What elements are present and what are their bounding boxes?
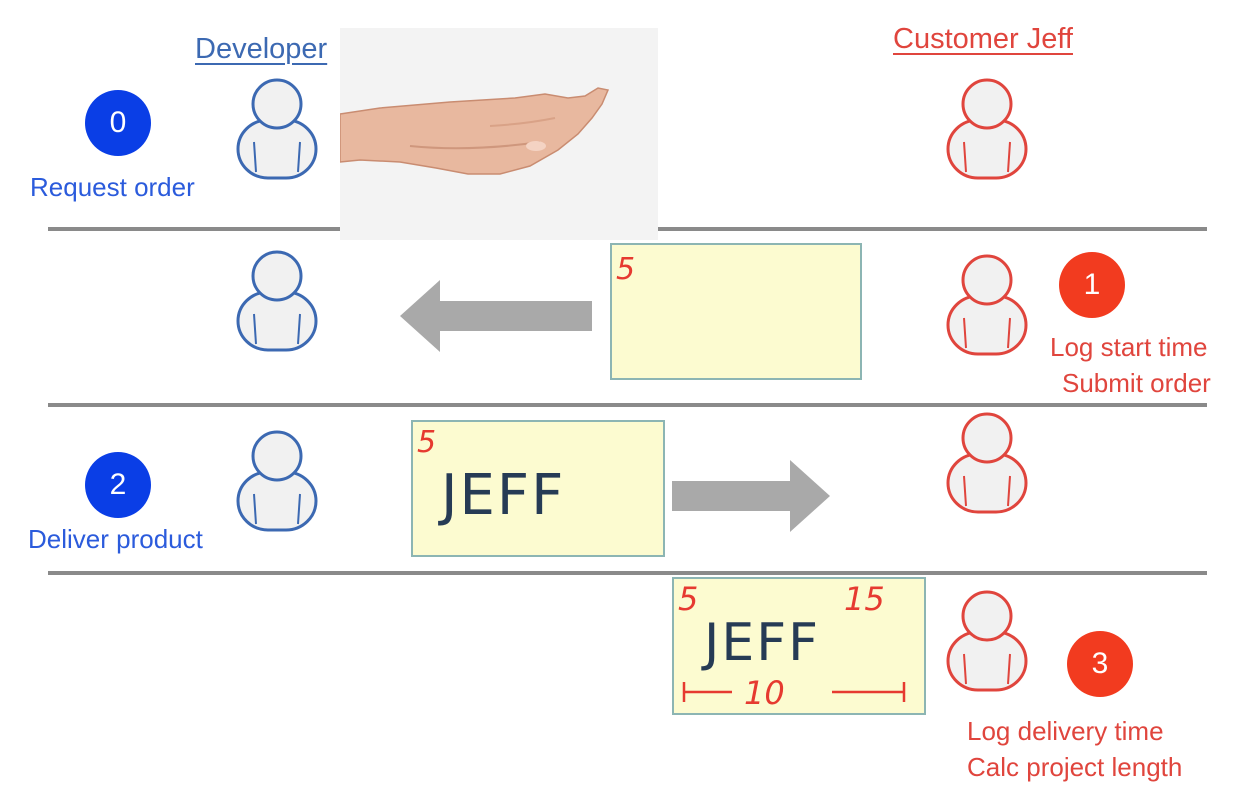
product-card: 5 JEFF [411,420,665,557]
step-2-label: Deliver product [28,524,203,554]
person-icon [946,590,1028,692]
arrow-right-icon [672,460,830,532]
step-3-label-line-2: Calc project length [967,752,1183,782]
step-2-badge: 2 [85,452,151,518]
person-icon [236,78,318,180]
person-icon [946,78,1028,180]
step-0-badge: 0 [85,90,151,156]
final-card-duration: 10 [744,674,785,712]
person-icon [946,254,1028,356]
person-icon [236,430,318,532]
open-hand-image [340,28,658,240]
order-card-start-number: 5 [616,252,636,287]
final-card: 5 15 JEFF 10 [672,577,926,715]
person-icon [236,250,318,352]
step-0-label: Request order [30,172,195,202]
product-card-start-number: 5 [417,425,437,460]
arrow-left-icon [400,280,592,352]
final-card-end-number: 15 [844,580,885,618]
developer-label: Developer [195,33,328,65]
final-card-name: JEFF [704,613,821,673]
step-3-badge: 3 [1067,631,1133,697]
order-card: 5 [610,243,862,380]
product-card-name: JEFF [441,463,566,528]
step-1-label-line-1: Log start time [1050,332,1208,362]
duration-bracket [682,682,906,702]
step-1-label-line-2: Submit order [1062,368,1211,398]
final-card-start-number: 5 [678,580,699,618]
customer-label: Customer Jeff [893,23,1073,55]
step-3-label-line-1: Log delivery time [967,716,1164,746]
person-icon [946,412,1028,514]
step-1-badge: 1 [1059,252,1125,318]
